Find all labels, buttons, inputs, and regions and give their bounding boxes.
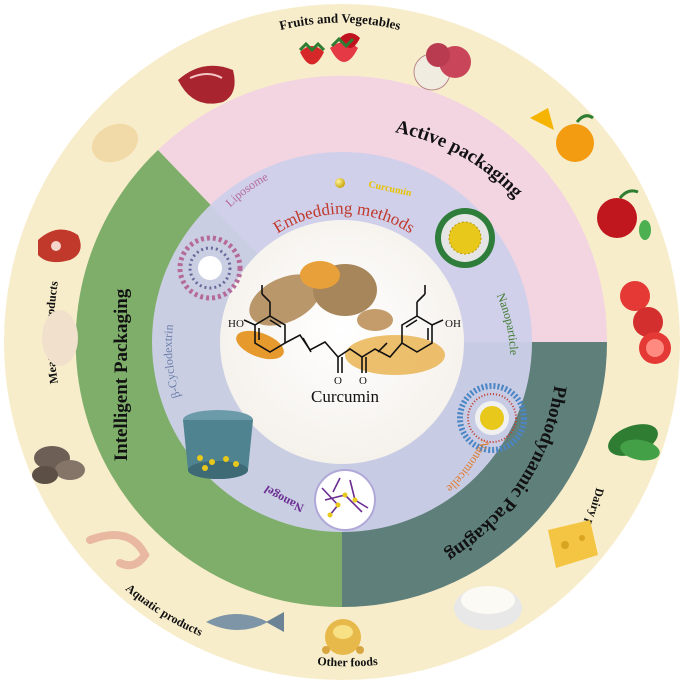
- nanoparticle-icon: [435, 208, 495, 268]
- nanomicelle-icon: [457, 383, 527, 453]
- lychee-icon: [413, 43, 471, 91]
- strawberries-icon: [298, 33, 360, 65]
- curcumin-center-label: Curcumin: [311, 387, 379, 406]
- turmeric-illustration: [236, 261, 445, 375]
- shrimp-icon: [86, 531, 150, 570]
- curcumin-molecule: [243, 285, 444, 373]
- cheese-icon: [548, 520, 598, 568]
- other-foods-label: Other foods: [317, 654, 379, 669]
- curcumin-dot-icon: [335, 178, 345, 188]
- orange-icon: [530, 108, 594, 162]
- cream-icon: [454, 586, 522, 630]
- nanogel-icon: [314, 469, 376, 531]
- tomatoes-icon: [620, 281, 671, 364]
- fruits-vegetables-label: Fruits and Vegetables: [278, 11, 403, 33]
- intelligent-packaging-label: Intelligent Packaging: [111, 288, 132, 461]
- beef-icon: [178, 65, 235, 104]
- clams-icon: [32, 446, 85, 484]
- cyclodextrin-icon: [183, 410, 253, 479]
- molecule-oh-label: OH: [445, 318, 461, 330]
- apple-icon: [597, 189, 651, 240]
- steak-icon: [38, 229, 81, 263]
- molecule-o-left-label: O: [334, 375, 342, 387]
- molecule-o-right-label: O: [359, 375, 367, 387]
- spinach-icon: [608, 424, 660, 461]
- molecule-ho-label: HO: [228, 318, 244, 330]
- chicken-icon: [42, 123, 139, 366]
- soybeans-oil-icon: [322, 619, 364, 655]
- liposome-icon: [177, 235, 243, 301]
- fish-icon: [206, 612, 284, 632]
